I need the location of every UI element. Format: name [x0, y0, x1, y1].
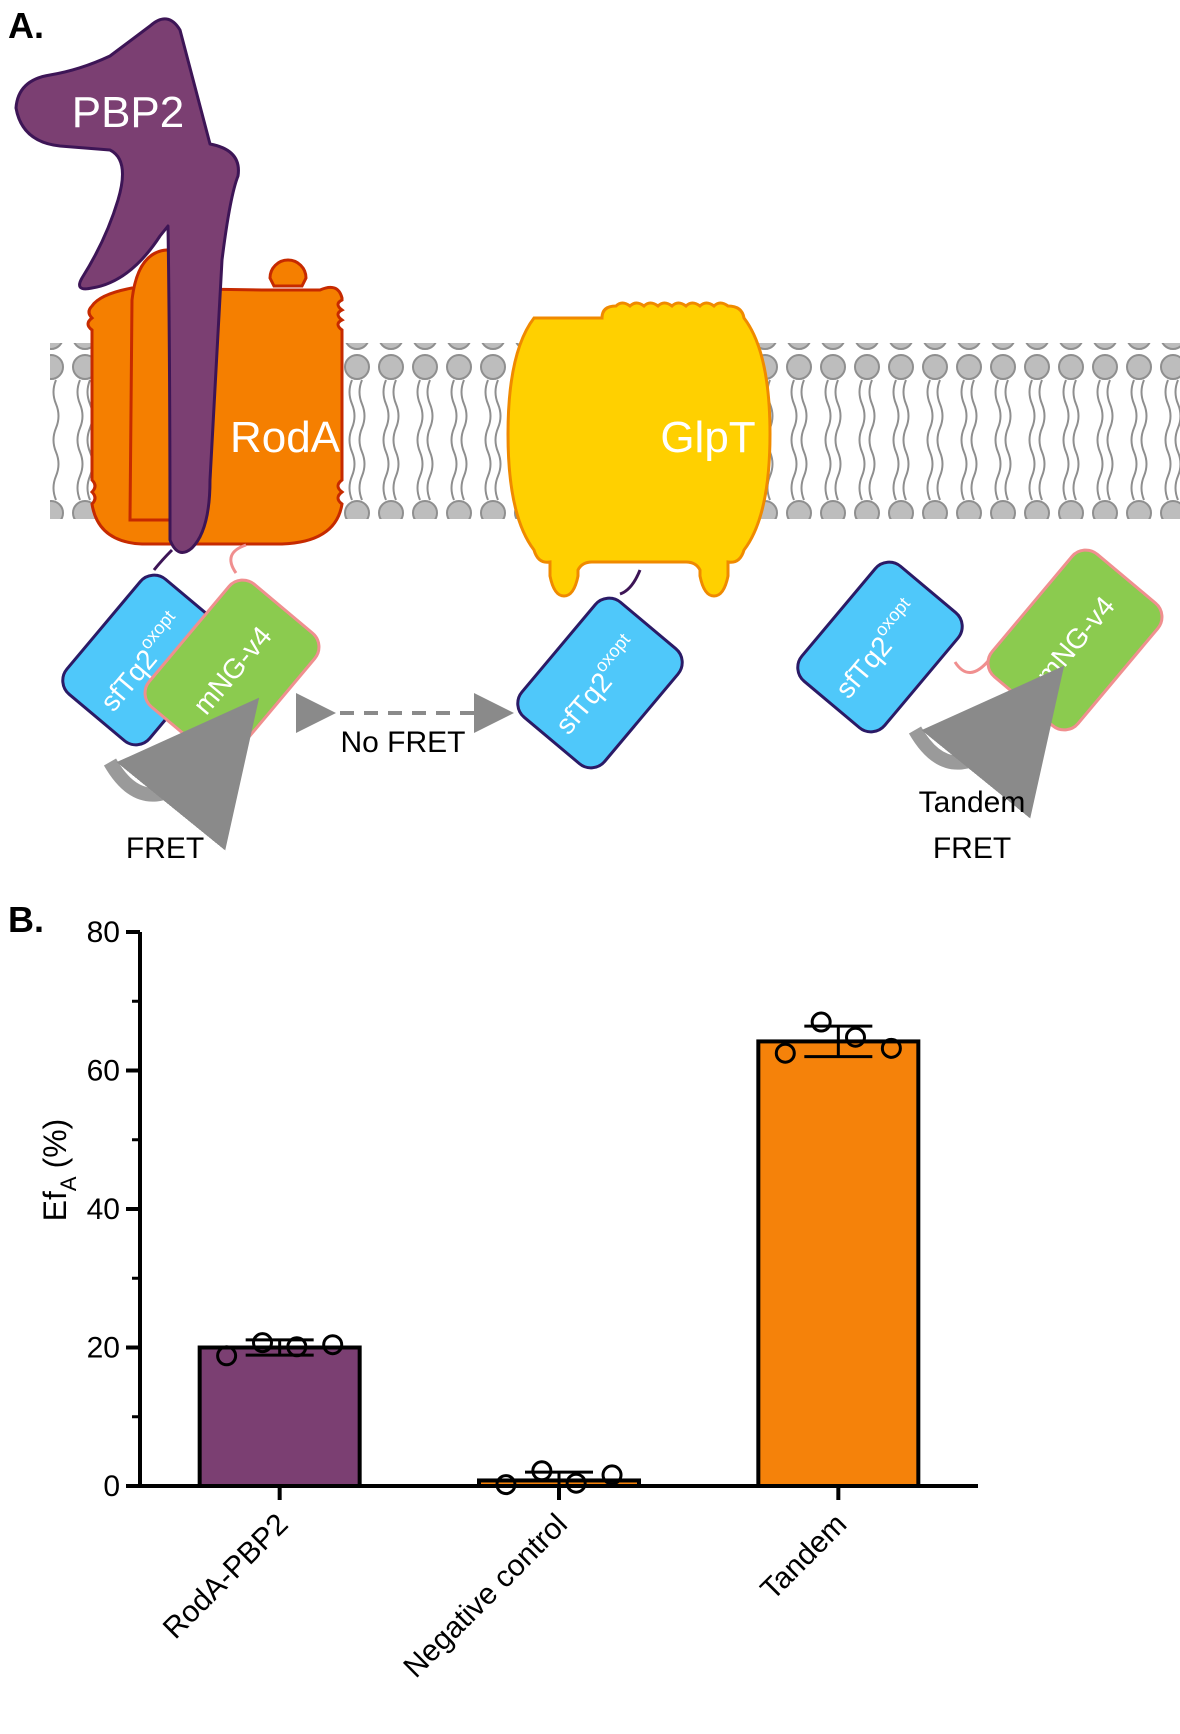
y-axis-title: EfA(%): [37, 1119, 81, 1222]
y-tick-label: 20: [87, 1332, 120, 1365]
roda-label: RodA: [230, 413, 341, 462]
panel-b-label: B.: [8, 899, 44, 940]
fret-label: FRET: [126, 832, 204, 865]
data-point: [531, 1460, 553, 1482]
data-point: [216, 1345, 238, 1367]
tandem-fret-arrow: [908, 665, 1065, 819]
data-point: [322, 1334, 344, 1356]
data-point: [252, 1332, 274, 1354]
x-tick-label: Negative control: [397, 1508, 574, 1685]
bar: [756, 1039, 921, 1489]
pbp2-label: PBP2: [72, 88, 185, 137]
panel-a-label: A.: [8, 5, 44, 46]
bar: [197, 1345, 362, 1488]
acceptor-fluorophore-tandem: mNG-v4: [986, 548, 1164, 732]
roda-pbp2-donor-linker: [152, 548, 174, 571]
data-point: [495, 1474, 517, 1496]
tandem-fret-label-2: FRET: [933, 832, 1011, 865]
data-point: [810, 1011, 832, 1033]
donor-fluorophore-glpt: sfTq2oxopt: [516, 596, 684, 770]
glpt-protein: [506, 301, 772, 598]
data-point: [565, 1472, 587, 1494]
y-tick-label: 0: [103, 1470, 120, 1503]
tandem-linker: [953, 659, 991, 674]
donor-fluorophore-tandem: sfTq2oxopt: [796, 560, 964, 734]
fret-arrow: [103, 697, 260, 851]
data-point: [286, 1336, 308, 1358]
data-point: [880, 1037, 902, 1059]
data-point: [774, 1042, 796, 1064]
data-point: [844, 1026, 866, 1048]
glpt-label: GlpT: [660, 413, 755, 462]
x-tick-label: Tandem: [754, 1508, 853, 1607]
glpt-donor-linker: [619, 569, 642, 596]
pbp2-protein: [14, 17, 240, 554]
no-fret-label: No FRET: [340, 726, 465, 759]
data-point: [601, 1464, 623, 1486]
y-tick-label: 40: [87, 1193, 120, 1226]
y-tick-label: 60: [87, 1055, 120, 1088]
y-tick-label: 80: [87, 916, 120, 949]
x-tick-label: RodA-PBP2: [157, 1508, 295, 1646]
tandem-fret-label-1: Tandem: [919, 786, 1026, 819]
roda-acceptor-linker: [229, 543, 247, 574]
